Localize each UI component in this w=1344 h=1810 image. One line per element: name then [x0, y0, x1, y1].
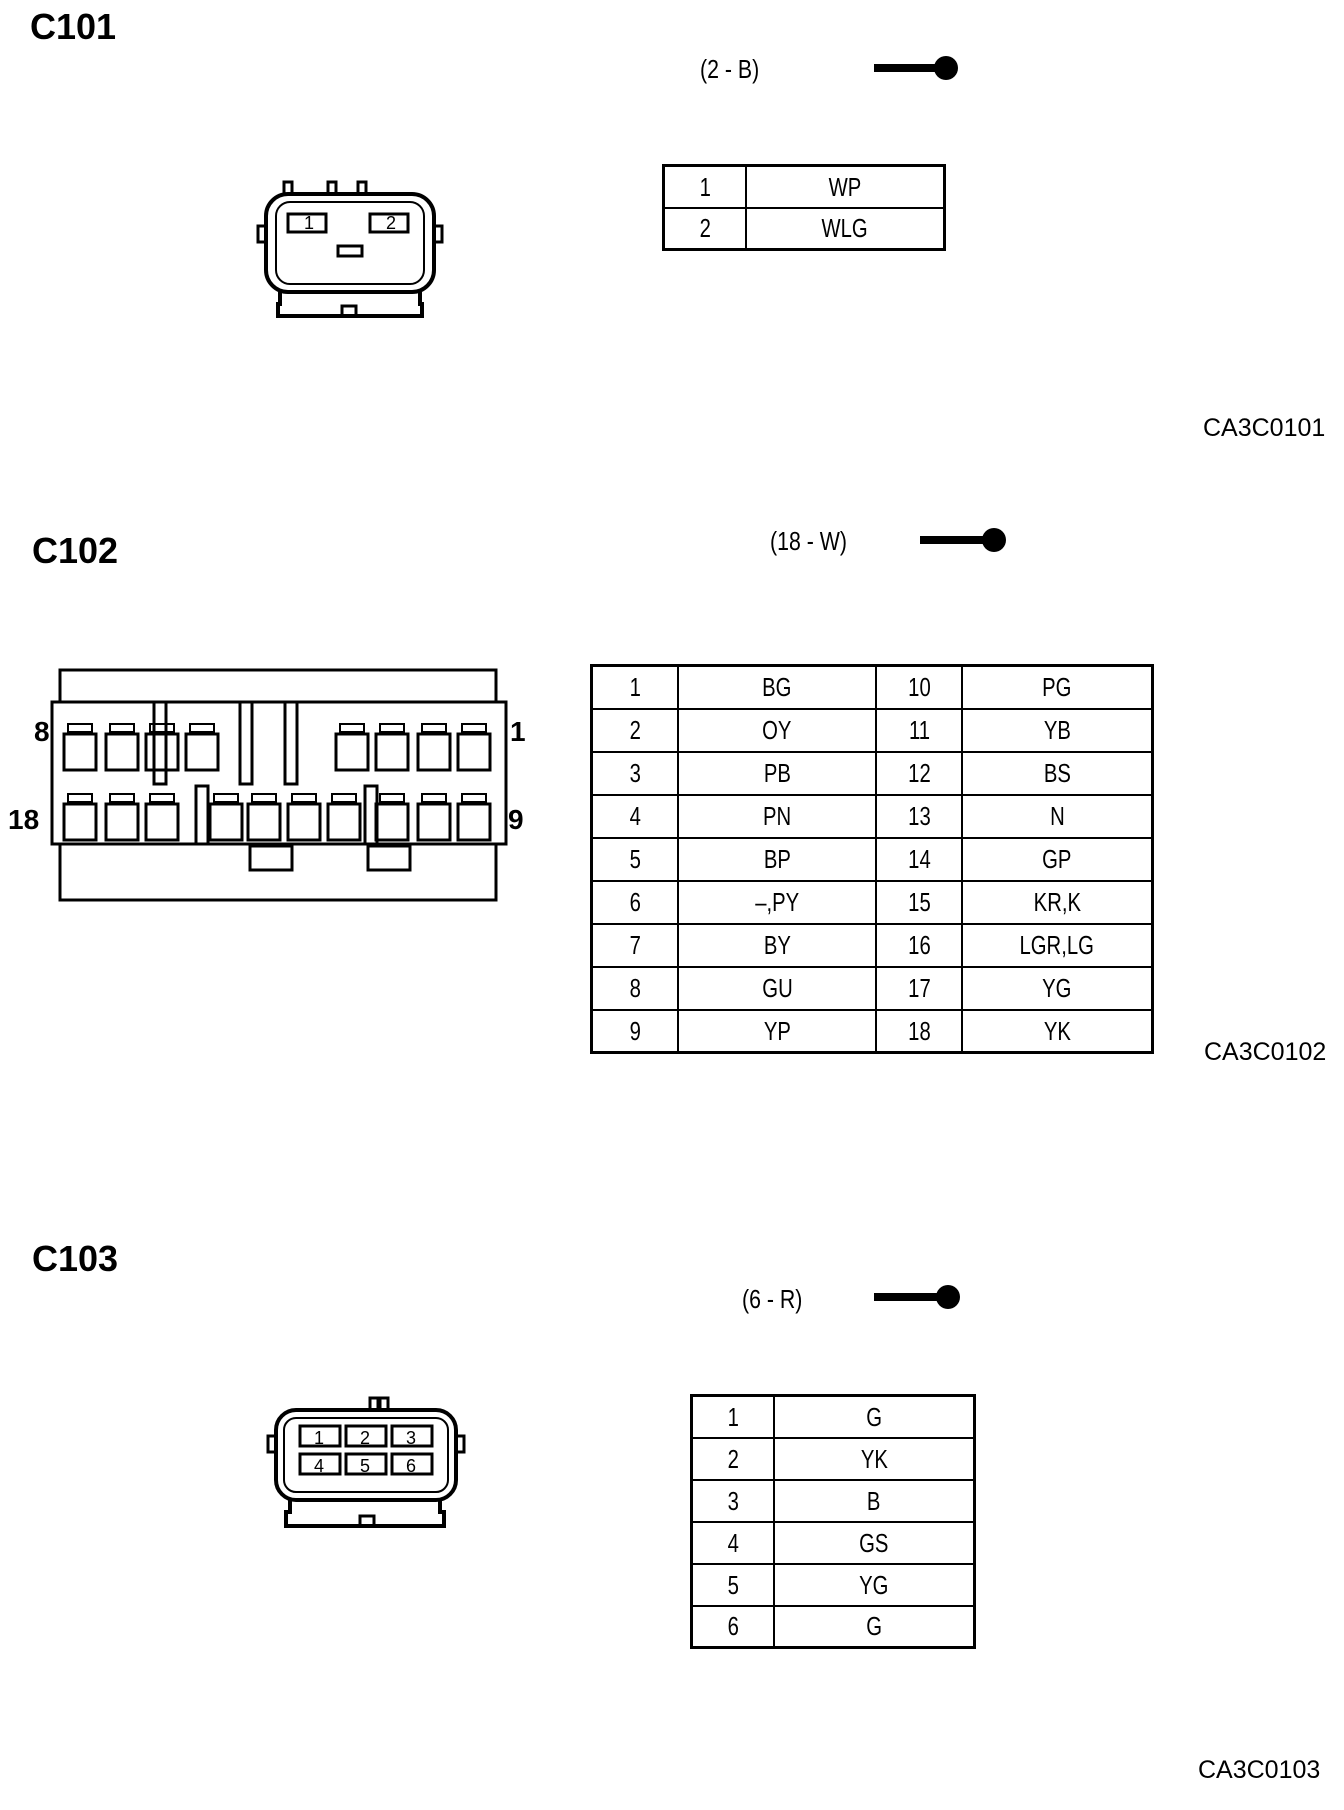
pin-number: 5: [590, 836, 679, 882]
wire-color: BY: [677, 922, 877, 968]
c101-face-label-1: 1: [304, 213, 315, 233]
pin-number: 14: [875, 836, 963, 882]
c102-corner-label-top-left: 8: [34, 716, 50, 747]
pin-number: 3: [590, 750, 679, 796]
c102-corner-label-bottom-left: 18: [8, 804, 40, 835]
c103-connector-face: [266, 1396, 466, 1528]
wire-color: WP: [745, 164, 946, 209]
pin-number: 6: [590, 879, 679, 925]
pin-number: 8: [590, 965, 679, 1011]
wire-color: KR,K: [961, 879, 1154, 925]
c101-face-label-2: 2: [386, 213, 397, 233]
pin-number: 16: [875, 922, 963, 968]
wire-color: PN: [677, 793, 877, 839]
pin-number: 2: [690, 1436, 775, 1481]
pin-number: 12: [875, 750, 963, 796]
pin-number: 2: [662, 206, 747, 251]
wire-color: B: [773, 1478, 976, 1523]
wire-color: OY: [677, 707, 877, 753]
pin-number: 1: [662, 164, 747, 209]
c101-spec: (2 - B): [700, 54, 760, 84]
c103-face-label-4: 4: [314, 1456, 325, 1476]
c103-probe-icon: [874, 1285, 960, 1309]
pin-number: 5: [690, 1562, 775, 1607]
c103-title: C103: [32, 1238, 119, 1279]
c101-title: C101: [30, 6, 117, 47]
pin-number: 17: [875, 965, 963, 1011]
pin-number: 1: [690, 1394, 775, 1439]
pin-number: 4: [690, 1520, 775, 1565]
table-row: 2 WLG: [662, 206, 946, 251]
c103-code: CA3C0103: [1198, 1756, 1321, 1784]
wire-color: BG: [677, 664, 877, 710]
c102-corner-label-bottom-right: 9: [508, 804, 524, 835]
wire-color: N: [961, 793, 1154, 839]
c103-face-label-5: 5: [360, 1456, 371, 1476]
pin-number: 9: [590, 1008, 679, 1054]
pin-number: 18: [875, 1008, 963, 1054]
wire-color: YG: [773, 1562, 976, 1607]
wire-color: BP: [677, 836, 877, 882]
wire-color: YB: [961, 707, 1154, 753]
wire-color: YK: [773, 1436, 976, 1481]
pin-number: 13: [875, 793, 963, 839]
wire-color: G: [773, 1604, 976, 1649]
pin-number: 3: [690, 1478, 775, 1523]
c103-face-label-3: 3: [406, 1428, 417, 1448]
pin-number: 7: [590, 922, 679, 968]
pin-number: 10: [875, 664, 963, 710]
c102-corner-label-top-right: 1: [510, 716, 526, 747]
wire-color: BS: [961, 750, 1154, 796]
c102-spec: (18 - W): [770, 526, 847, 556]
pin-number: 1: [590, 664, 679, 710]
wire-color: LGR,LG: [961, 922, 1154, 968]
c101-code: CA3C0101: [1203, 414, 1326, 442]
c103-spec: (6 - R): [742, 1284, 803, 1314]
wire-color: YK: [961, 1008, 1154, 1054]
table-row: 1 WP: [662, 164, 946, 209]
wire-color: GU: [677, 965, 877, 1011]
wire-color: PG: [961, 664, 1154, 710]
wire-color: –,PY: [677, 879, 877, 925]
wire-color: YP: [677, 1008, 877, 1054]
wire-color: WLG: [745, 206, 946, 251]
wire-color: PB: [677, 750, 877, 796]
c103-face-label-6: 6: [406, 1456, 417, 1476]
pin-number: 2: [590, 707, 679, 753]
c102-connector-face: [50, 668, 508, 902]
c102-code: CA3C0102: [1204, 1038, 1327, 1066]
wire-color: GP: [961, 836, 1154, 882]
c101-pin-table: 1 WP 2 WLG: [662, 164, 946, 251]
wire-color: YG: [961, 965, 1154, 1011]
c101-connector-face: [256, 180, 444, 318]
c101-probe-icon: [874, 56, 958, 80]
pin-number: 15: [875, 879, 963, 925]
pin-number: 4: [590, 793, 679, 839]
wire-color: GS: [773, 1520, 976, 1565]
pin-number: 6: [690, 1604, 775, 1649]
c102-title: C102: [32, 530, 119, 571]
wire-color: G: [773, 1394, 976, 1439]
c103-face-label-2: 2: [360, 1428, 371, 1448]
c102-probe-icon: [920, 528, 1006, 552]
c103-face-label-1: 1: [314, 1428, 325, 1448]
pin-number: 11: [875, 707, 963, 753]
